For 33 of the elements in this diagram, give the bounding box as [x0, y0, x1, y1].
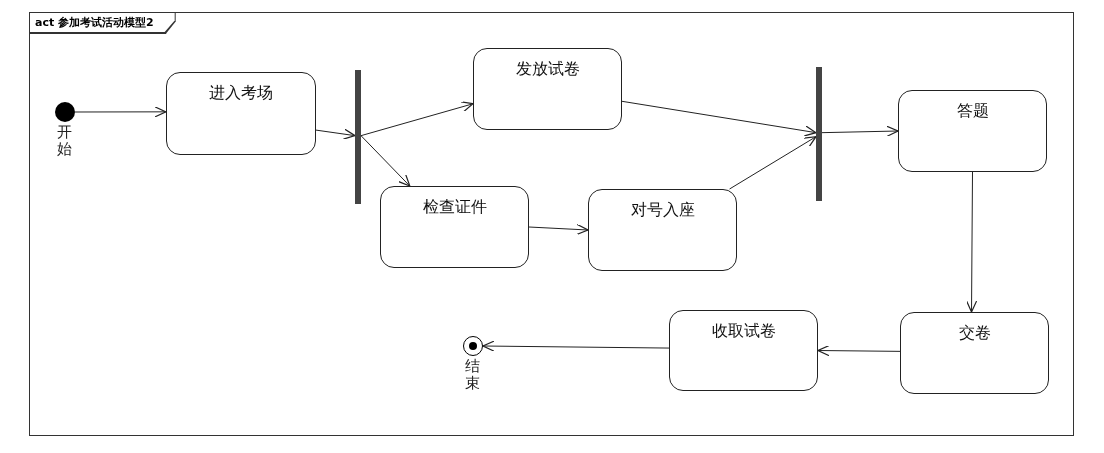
action-box: [380, 186, 529, 268]
flow-arrow: [966, 171, 978, 313]
action-label: 答题: [956, 101, 989, 122]
diagram-frame: [29, 12, 1074, 436]
action-box: [588, 189, 737, 271]
action-box: [669, 310, 818, 391]
fork-bar: [816, 67, 822, 201]
frame-title: act 参加考试活动模型2: [30, 13, 176, 34]
flow-arrow: [729, 136, 817, 190]
flow-arrow: [360, 135, 411, 187]
flow-arrow: [360, 101, 474, 137]
action-box: [900, 312, 1049, 394]
flow-arrow: [821, 125, 899, 137]
flow-arrow: [315, 128, 356, 140]
action-label: 进入考场: [209, 83, 273, 104]
action-label: 对号入座: [630, 200, 695, 221]
action-label: 检查证件: [422, 197, 487, 218]
action-label: 交卷: [958, 323, 991, 344]
initial-node: [55, 102, 75, 122]
action-label: 收取试卷: [711, 321, 776, 342]
node-caption: 结束: [465, 358, 480, 391]
flow-arrow: [74, 106, 167, 118]
action-box: [473, 48, 622, 130]
action-box: [898, 90, 1047, 172]
action-label: 发放试卷: [515, 59, 580, 80]
final-node: [463, 336, 483, 356]
flow-arrow: [528, 223, 589, 236]
flow-arrow: [817, 345, 901, 357]
fork-bar: [355, 70, 361, 204]
action-box: [166, 72, 316, 155]
node-caption: 开始: [57, 124, 72, 157]
flow-arrow: [482, 340, 670, 352]
flow-arrow: [621, 100, 817, 137]
